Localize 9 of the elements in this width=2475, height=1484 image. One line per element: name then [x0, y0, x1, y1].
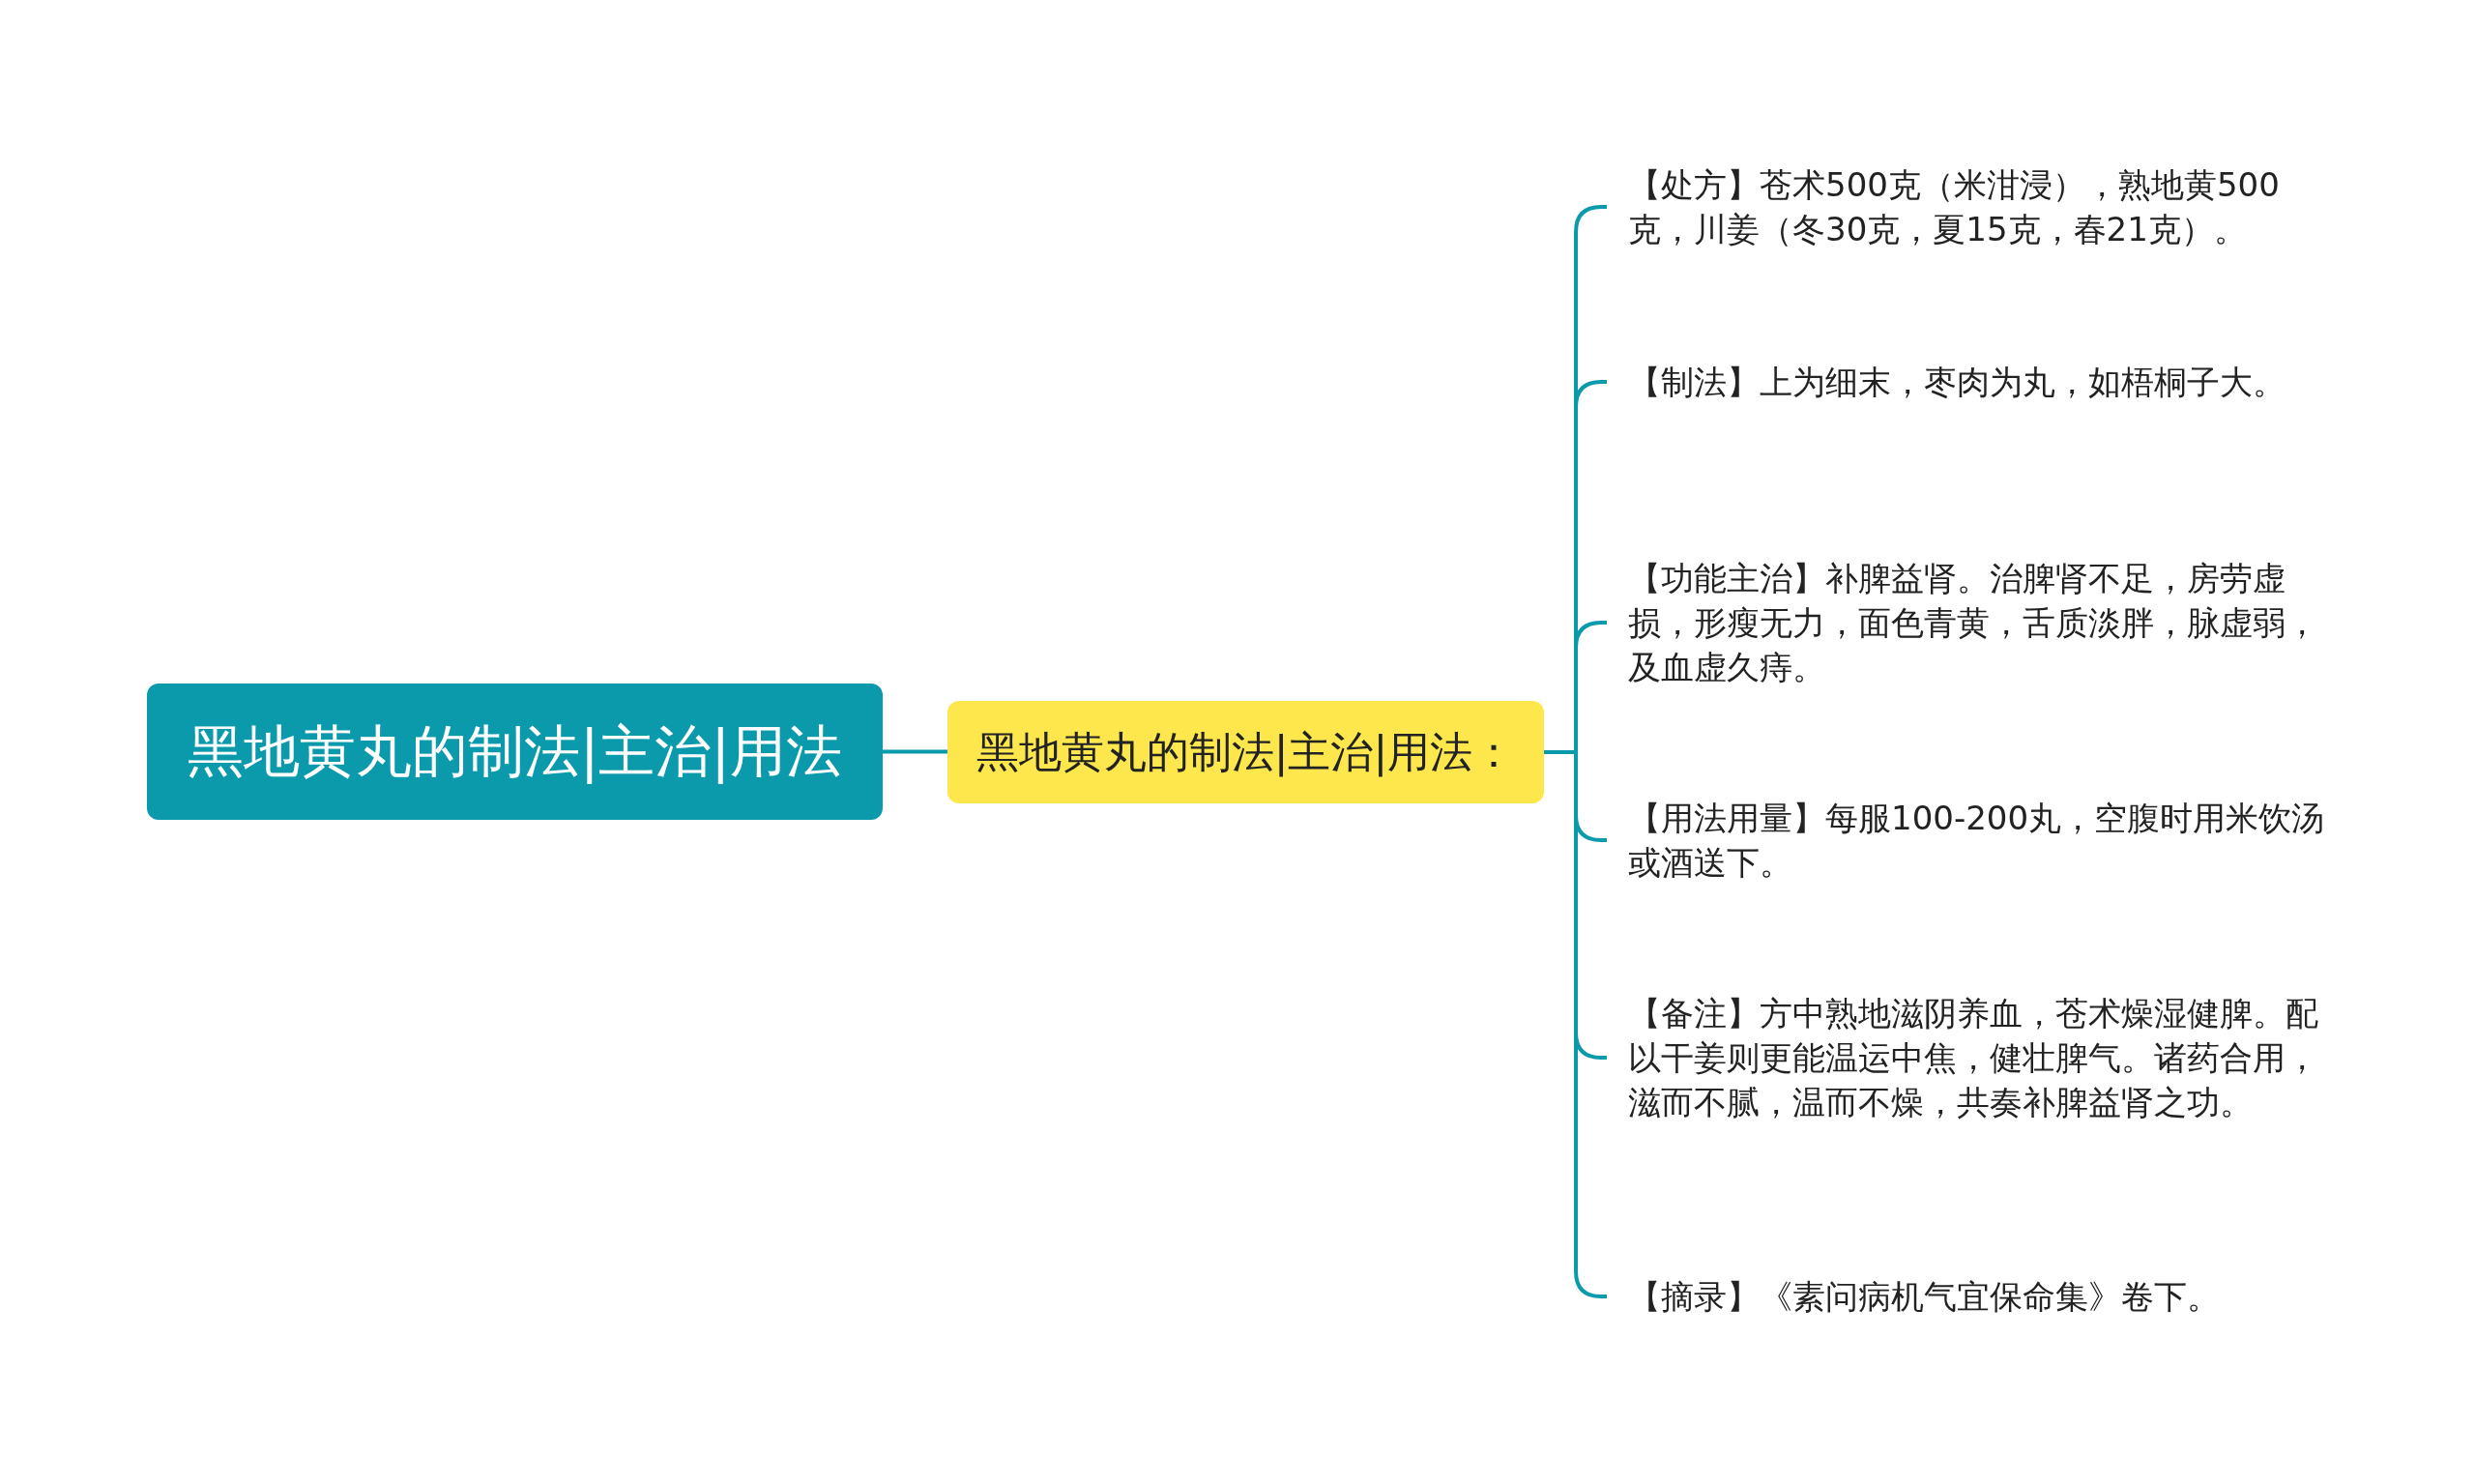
note-text: 【用法用量】每服100-200丸，空腹时用米饮汤或酒送下。	[1607, 796, 2342, 885]
note-text: 【处方】苍术500克（米泔浸），熟地黄500克，川姜（冬30克，夏15克，春21克）。	[1607, 162, 2342, 251]
note-text: 【制法】上为细末，枣肉为丸，如梧桐子大。	[1607, 360, 2342, 404]
note-text: 【摘录】《素问病机气宜保命集》卷下。	[1607, 1274, 2342, 1319]
note-text: 【备注】方中熟地滋阴养血，苍术燥湿健脾。配以干姜则更能温运中焦，健壮脾气。诸药合用，滋而不腻，温而不燥，共奏补脾益肾之功。	[1607, 991, 2342, 1124]
note-text: 【功能主治】补脾益肾。治脾肾不足，房劳虚损，形瘦无力，面色青黄，舌质淡胖，脉虚弱，及血虚久痔。	[1607, 556, 2342, 689]
root-topic-box: 黑地黄丸的制法|主治|用法	[147, 684, 883, 820]
connector-line	[883, 749, 947, 754]
subtopic-box: 黑地黄丸的制法|主治|用法：	[947, 701, 1544, 803]
